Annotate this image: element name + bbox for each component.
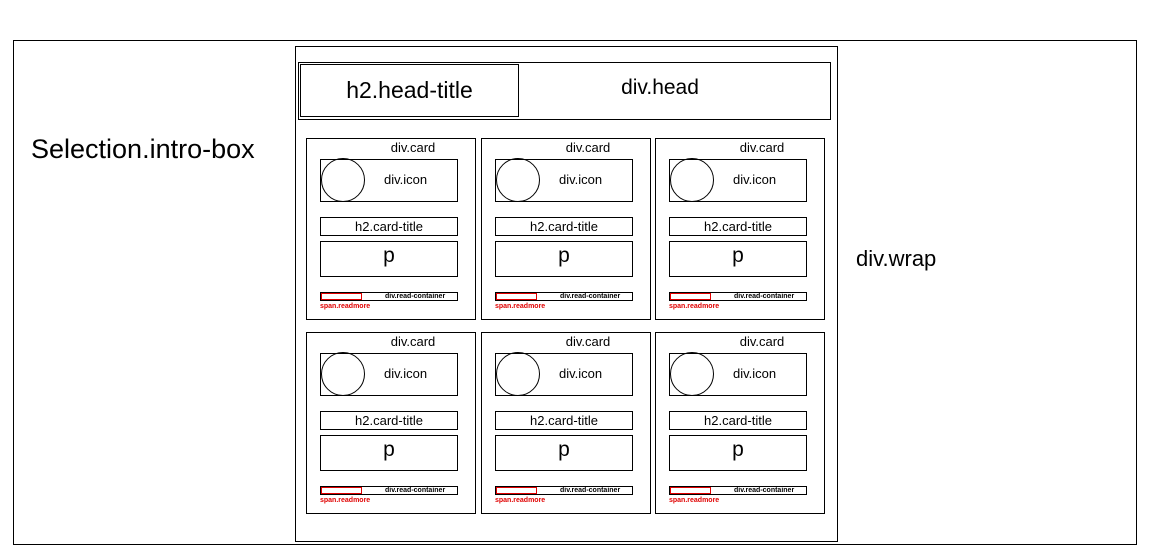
card-title-box: h2.card-title xyxy=(320,411,458,430)
card xyxy=(481,138,651,320)
card xyxy=(655,332,825,514)
icon-label: div.icon xyxy=(559,172,603,187)
circle-icon xyxy=(670,352,714,396)
card xyxy=(306,332,476,514)
card-label: div.card xyxy=(739,334,785,349)
icon-box xyxy=(669,353,807,396)
read-container-label: div.read-container xyxy=(734,487,795,494)
card-title-box: h2.card-title xyxy=(495,217,633,236)
paragraph-box: p xyxy=(669,435,807,471)
icon-label: div.icon xyxy=(733,366,777,381)
card-label: div.card xyxy=(390,334,436,349)
paragraph-box: p xyxy=(320,241,458,277)
read-container xyxy=(669,292,807,301)
read-container xyxy=(320,292,458,301)
paragraph-box: p xyxy=(495,435,633,471)
icon-box xyxy=(495,159,633,202)
icon-box xyxy=(320,159,458,202)
read-container-label: div.read-container xyxy=(385,293,446,300)
wrap-label: div.wrap xyxy=(856,246,937,271)
circle-icon xyxy=(670,158,714,202)
readmore-label: span.readmore xyxy=(320,497,371,504)
paragraph-box: p xyxy=(669,241,807,277)
readmore-label: span.readmore xyxy=(669,497,720,504)
icon-box xyxy=(495,353,633,396)
readmore-span-box xyxy=(496,293,537,300)
icon-label: div.icon xyxy=(384,172,428,187)
card-label: div.card xyxy=(565,334,611,349)
card-title-box: h2.card-title xyxy=(669,411,807,430)
circle-icon xyxy=(321,158,365,202)
card xyxy=(306,138,476,320)
readmore-label: span.readmore xyxy=(669,303,720,310)
read-container-label: div.read-container xyxy=(560,487,621,494)
read-container xyxy=(669,486,807,495)
icon-box xyxy=(669,159,807,202)
head-label: div.head xyxy=(621,76,699,99)
circle-icon xyxy=(321,352,365,396)
readmore-span-box xyxy=(496,487,537,494)
paragraph-box: p xyxy=(320,435,458,471)
icon-label: div.icon xyxy=(384,366,428,381)
read-container xyxy=(495,292,633,301)
card-title-box: h2.card-title xyxy=(495,411,633,430)
card-title-box: h2.card-title xyxy=(669,217,807,236)
card-label: div.card xyxy=(739,140,785,155)
card xyxy=(481,332,651,514)
readmore-span-box xyxy=(670,293,711,300)
icon-box xyxy=(320,353,458,396)
readmore-span-box xyxy=(321,293,362,300)
head-container xyxy=(298,62,831,120)
section-label: Selection.intro-box xyxy=(31,134,255,164)
wrap-container xyxy=(295,46,838,542)
card-label: div.card xyxy=(565,140,611,155)
read-container xyxy=(495,486,633,495)
read-container xyxy=(320,486,458,495)
intro-box-outline xyxy=(13,40,1137,545)
card xyxy=(655,138,825,320)
read-container-label: div.read-container xyxy=(560,293,621,300)
head-title-box: h2.head-title xyxy=(300,64,519,117)
readmore-label: span.readmore xyxy=(320,303,371,310)
icon-label: div.icon xyxy=(559,366,603,381)
paragraph-box: p xyxy=(495,241,633,277)
read-container-label: div.read-container xyxy=(734,293,795,300)
icon-label: div.icon xyxy=(733,172,777,187)
readmore-span-box xyxy=(670,487,711,494)
card-title-box: h2.card-title xyxy=(320,217,458,236)
circle-icon xyxy=(496,352,540,396)
circle-icon xyxy=(496,158,540,202)
readmore-span-box xyxy=(321,487,362,494)
read-container-label: div.read-container xyxy=(385,487,446,494)
readmore-label: span.readmore xyxy=(495,497,546,504)
card-label: div.card xyxy=(390,140,436,155)
readmore-label: span.readmore xyxy=(495,303,546,310)
